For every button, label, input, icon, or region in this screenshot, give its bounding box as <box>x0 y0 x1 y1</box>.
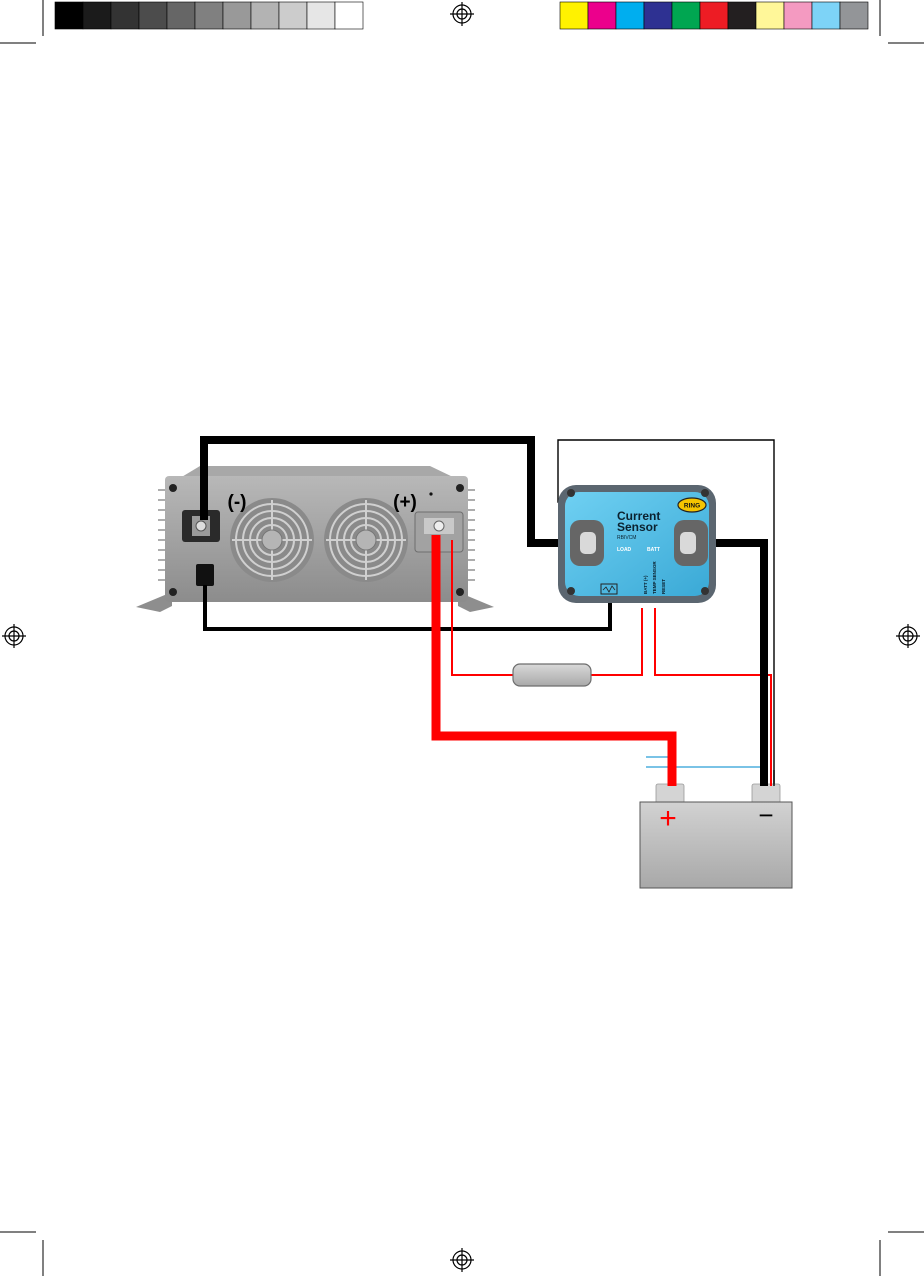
calibration-swatch <box>840 2 868 29</box>
calibration-swatch <box>111 2 139 29</box>
calibration-swatch <box>672 2 700 29</box>
calibration-swatch <box>588 2 616 29</box>
battery-positive-symbol: + <box>659 802 677 835</box>
registration-mark-icon <box>450 2 474 26</box>
sensor-port-batt-label: BATT (+) <box>643 575 648 594</box>
calibration-swatch <box>812 2 840 29</box>
sensor-model: RBIVCM <box>617 535 636 541</box>
calibration-swatch <box>756 2 784 29</box>
negative-terminal-label: (-) <box>228 492 247 513</box>
calibration-swatch <box>251 2 279 29</box>
calibration-swatch <box>83 2 111 29</box>
calibration-swatch <box>644 2 672 29</box>
registration-mark-icon <box>2 624 26 648</box>
color-calibration-bar <box>560 2 868 29</box>
calibration-swatch <box>335 2 363 29</box>
registration-mark-icon <box>896 624 920 648</box>
registration-mark-icon <box>450 1248 474 1272</box>
fuse-icon <box>513 664 591 686</box>
grayscale-calibration-bar <box>55 2 363 29</box>
calibration-swatch <box>700 2 728 29</box>
calibration-swatch <box>307 2 335 29</box>
calibration-swatch <box>728 2 756 29</box>
sensor-port-reset-label: RESET <box>661 579 666 594</box>
calibration-swatch <box>279 2 307 29</box>
calibration-swatch <box>167 2 195 29</box>
sensor-title-line2: Sensor <box>617 520 658 534</box>
calibration-swatch <box>560 2 588 29</box>
remote-port <box>196 564 214 586</box>
calibration-swatch <box>55 2 83 29</box>
fused-supply-wire-out <box>590 608 642 675</box>
sensor-brand: RING <box>684 503 700 510</box>
battery-negative-symbol: − <box>758 800 773 830</box>
sensor-load-label: LOAD <box>617 547 632 553</box>
calibration-swatch <box>616 2 644 29</box>
sensor-batt-label: BATT <box>647 547 660 553</box>
sensor-port-temp-label: TEMP SENSOR <box>652 561 657 594</box>
calibration-swatch <box>139 2 167 29</box>
positive-terminal-label: (+) <box>393 492 417 513</box>
calibration-swatch <box>223 2 251 29</box>
calibration-swatch <box>195 2 223 29</box>
calibration-swatch <box>784 2 812 29</box>
